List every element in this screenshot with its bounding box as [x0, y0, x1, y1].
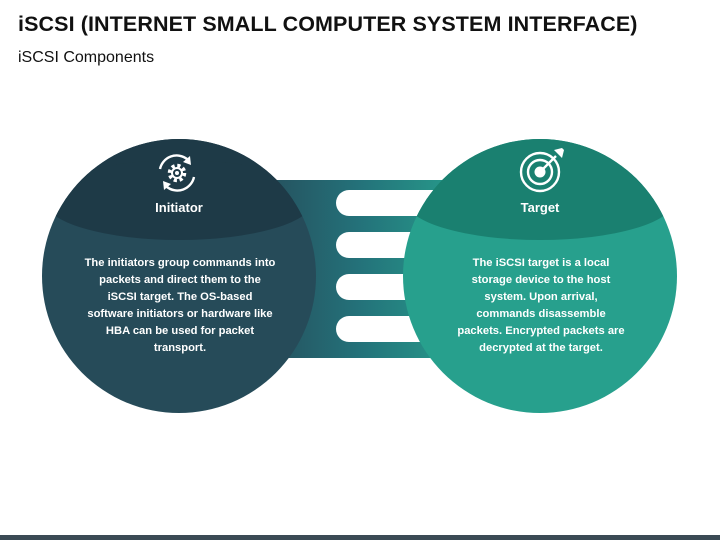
initiator-label: Initiator [155, 200, 203, 215]
footer-bar [0, 535, 720, 540]
page-subtitle: iSCSI Components [18, 49, 155, 66]
target-arrow-icon [519, 148, 564, 193]
target-label: Target [520, 200, 560, 215]
gear-cycle-icon [158, 154, 196, 192]
page-title: iSCSI (INTERNET SMALL COMPUTER SYSTEM IN… [18, 12, 638, 36]
initiator-description: The initiators group commands into packe… [84, 257, 276, 354]
target-description: The iSCSI target is a local storage devi… [457, 257, 625, 354]
